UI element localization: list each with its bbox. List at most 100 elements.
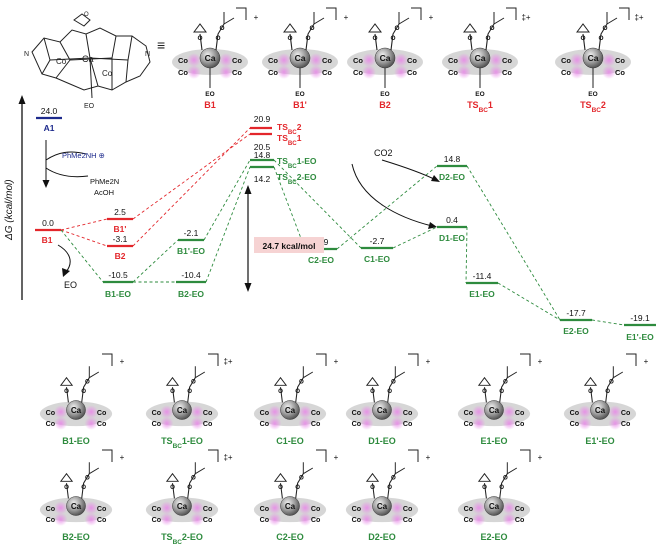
oxygen-atom: O bbox=[85, 474, 90, 481]
co-atom-label: Co bbox=[621, 409, 631, 417]
co-halo bbox=[190, 512, 204, 526]
epoxide-ring bbox=[463, 23, 477, 33]
scaffold-ca-label: Ca bbox=[82, 54, 94, 64]
bottom-row1-structure-label-5: E1'-EO bbox=[585, 436, 614, 446]
co-halo bbox=[360, 405, 374, 419]
ca-atom-label: Ca bbox=[489, 502, 500, 511]
charge-bracket bbox=[506, 7, 517, 20]
co-atom-label: Co bbox=[232, 56, 242, 65]
products-line2: AcOH bbox=[94, 188, 114, 197]
level-value-B1pEO: -2.1 bbox=[184, 228, 199, 238]
y-axis bbox=[18, 95, 26, 300]
co-halo bbox=[602, 53, 616, 67]
co-halo bbox=[390, 416, 404, 430]
co-halo bbox=[502, 512, 516, 526]
acetate-bonds bbox=[313, 12, 325, 25]
co-halo bbox=[608, 405, 622, 419]
level-value-B1p: 2.5 bbox=[114, 207, 126, 217]
co-atom-label: Co bbox=[464, 409, 474, 417]
ligand-bonds bbox=[171, 473, 196, 499]
ca-sphere bbox=[484, 400, 504, 420]
level-name-D1EO: D1-EO bbox=[439, 233, 465, 243]
epoxide-ring bbox=[583, 376, 598, 386]
epoxide-ring bbox=[193, 23, 207, 33]
level-name-B1pEO: B1'-EO bbox=[177, 246, 205, 256]
bottom-row2-structure-label-4: E2-EO bbox=[480, 532, 507, 542]
co-atom-label: Co bbox=[407, 56, 417, 65]
charge-bracket bbox=[619, 7, 630, 20]
ca-atom-label: Ca bbox=[377, 406, 388, 415]
oxygen-atom: O bbox=[197, 35, 202, 42]
co-halo bbox=[360, 512, 374, 526]
acetate-bonds bbox=[223, 12, 235, 25]
ca-atom-label: Ca bbox=[295, 53, 306, 63]
oxygen-atom: O bbox=[482, 388, 487, 395]
co-halo bbox=[219, 65, 233, 79]
oxygen-atom: O bbox=[64, 484, 69, 491]
charge-symbol: ‡+ bbox=[634, 13, 643, 22]
co-atom-label: Co bbox=[311, 420, 321, 428]
co-atom-label: Co bbox=[260, 420, 270, 428]
oxygen-atom: O bbox=[485, 35, 490, 42]
charge-symbol: + bbox=[254, 13, 259, 22]
level-value-TSBC2EO: 14.2 bbox=[254, 174, 271, 184]
co-atom-label: Co bbox=[203, 420, 213, 428]
co-atom-label: Co bbox=[268, 68, 278, 77]
co-atom-label: Co bbox=[502, 56, 512, 65]
co-atom-label: Co bbox=[152, 420, 162, 428]
bottom-row1-structure-label-2: C1-EO bbox=[276, 436, 304, 446]
oxygen-atom: O bbox=[391, 378, 396, 385]
energy-connections bbox=[60, 127, 625, 326]
co-halo bbox=[472, 512, 486, 526]
connector-TSBC2EO-C2EO bbox=[273, 166, 306, 250]
oxygen-atom: O bbox=[390, 35, 395, 42]
charge-bracket bbox=[102, 353, 113, 366]
co-halo bbox=[502, 416, 516, 430]
level-name-E1EO: E1-EO bbox=[469, 289, 495, 299]
ca-sphere bbox=[372, 496, 392, 516]
co-atom-label: Co bbox=[502, 68, 512, 77]
connector-C1EO-D1EO bbox=[392, 226, 438, 249]
level-value-A1: 24.0 bbox=[41, 106, 58, 116]
co-atom-label: Co bbox=[260, 505, 270, 513]
co-atom-label: Co bbox=[152, 409, 162, 417]
y-axis-label: ΔG (kcal/mol) bbox=[4, 179, 15, 241]
oxygen-atom: O bbox=[278, 484, 283, 491]
charge-symbol: + bbox=[426, 357, 431, 366]
acetate-bonds bbox=[398, 12, 410, 25]
oxygen-atom: O bbox=[387, 388, 392, 395]
co-halo bbox=[608, 416, 622, 430]
ligand-bonds bbox=[589, 377, 614, 403]
bottom-row2-structure-label-1: TSBC2-EO bbox=[161, 532, 203, 546]
ligand-bonds bbox=[582, 23, 608, 51]
ca-atom-label: Ca bbox=[177, 406, 188, 415]
oxygen-atom: O bbox=[81, 388, 86, 395]
co-atom-label: Co bbox=[232, 68, 242, 77]
oxygen-atom: O bbox=[85, 378, 90, 385]
epoxide-ring bbox=[477, 376, 492, 386]
eo-atom-label: EO bbox=[295, 91, 304, 98]
ca-atom-label: Ca bbox=[595, 406, 606, 415]
epoxide-ring bbox=[59, 472, 74, 482]
oxygen-atom: O bbox=[370, 484, 375, 491]
ligand-bonds bbox=[65, 377, 90, 403]
acetate-bonds bbox=[302, 462, 314, 475]
scaffold-n-right: N bbox=[145, 51, 150, 58]
co-atom-label: Co bbox=[268, 56, 278, 65]
co2-addition-arrow bbox=[351, 159, 440, 229]
co-halo bbox=[160, 512, 174, 526]
level-name-B2: B2 bbox=[115, 251, 126, 261]
connector-B1-B1p bbox=[60, 218, 108, 231]
co-atom-label: Co bbox=[353, 56, 363, 65]
bottom-row1-structure-label-4: E1-EO bbox=[480, 436, 507, 446]
level-value-TSBC1EO: 14.8 bbox=[254, 150, 271, 160]
oxygen-atom: O bbox=[370, 388, 375, 395]
ligand-bonds bbox=[469, 23, 495, 51]
oxygen-atom: O bbox=[394, 25, 399, 32]
co-atom-label: Co bbox=[46, 516, 56, 524]
co-atom-label: Co bbox=[353, 68, 363, 77]
co-halo bbox=[362, 53, 376, 67]
charge-bracket bbox=[102, 449, 113, 462]
